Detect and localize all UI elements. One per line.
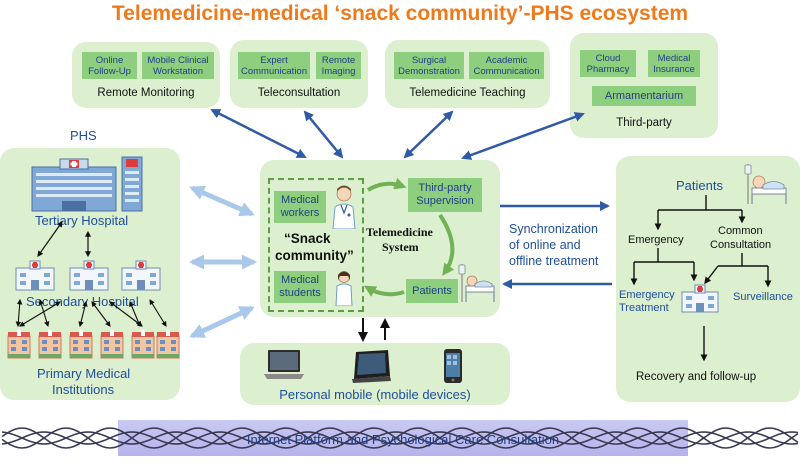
chip-medical-insurance: Medical Insurance bbox=[648, 50, 700, 77]
phs-label: PHS bbox=[70, 128, 97, 143]
primary-clinic-icon-6 bbox=[156, 330, 180, 359]
secondary-hospital-label: Secondary Hospital bbox=[26, 294, 139, 309]
remote-monitoring-label: Remote Monitoring bbox=[97, 87, 195, 99]
primary-clinic-icon-2 bbox=[38, 330, 62, 359]
third-party-label: Third-party bbox=[616, 117, 672, 129]
page-title: Telemedicine-medical ‘snack community’-P… bbox=[111, 2, 689, 25]
primary-institutions-label-line1: Primary Medical bbox=[37, 366, 131, 381]
tertiary-hospital-label: Tertiary Hospital bbox=[35, 213, 129, 228]
primary-clinic-icon-1 bbox=[7, 330, 31, 359]
chip-center-patients: Patients bbox=[406, 279, 458, 303]
telemedicine-system-line1: Telemedicine bbox=[366, 225, 433, 239]
secondary-hospital-icon-1 bbox=[15, 260, 55, 291]
supervision-line1: Third-party bbox=[418, 182, 472, 194]
primary-clinic-icon-5 bbox=[131, 330, 155, 359]
telemedicine-teaching-label: Telemedicine Teaching bbox=[409, 87, 526, 99]
secondary-hospital-icon-3 bbox=[121, 260, 161, 291]
chip-armamentarium: Armamentarium bbox=[592, 86, 696, 106]
chip-remote-imaging: Remote Imaging bbox=[316, 52, 361, 79]
smartphone-icon bbox=[444, 349, 462, 383]
sync-line2: of online and bbox=[509, 238, 581, 252]
right-patients-label: Patients bbox=[676, 178, 723, 193]
patient-bed-icon bbox=[458, 264, 495, 302]
secondary-hospital-icon-2 bbox=[69, 260, 109, 291]
chip-expert-communication: Expert Communication bbox=[238, 52, 310, 79]
surveillance-label: Surveillance bbox=[733, 291, 793, 303]
chip-surgical-demonstration: Surgical Demonstration bbox=[394, 52, 464, 79]
internet-platform-label: Internet Platform and Psychological Care… bbox=[246, 432, 560, 447]
tablet-icon bbox=[352, 350, 391, 383]
doctor-icon bbox=[332, 185, 356, 229]
common-consultation-line1: Common bbox=[718, 225, 763, 237]
chip-cloud-pharmacy: Cloud Pharmacy bbox=[580, 50, 636, 77]
student-icon bbox=[335, 271, 353, 306]
snack-community-box bbox=[268, 178, 364, 312]
chip-academic-communication: Academic Communication bbox=[469, 52, 544, 79]
laptop-icon bbox=[264, 350, 304, 379]
sync-line3: offline treatment bbox=[509, 254, 599, 268]
chip-mobile-clinical-workstation: Mobile Clinical Workstation bbox=[142, 52, 214, 79]
teleconsultation-panel: Expert Communication Remote Imaging Tele… bbox=[230, 40, 368, 108]
primary-clinic-icon-3 bbox=[69, 330, 93, 359]
remote-monitoring-panel: Online Follow-Up Mobile Clinical Worksta… bbox=[72, 42, 220, 108]
teleconsultation-label: Teleconsultation bbox=[257, 87, 341, 99]
recovery-follow-up-label: Recovery and follow-up bbox=[636, 371, 757, 383]
telemedicine-system-line2: System bbox=[382, 240, 419, 254]
primary-clinic-icon-4 bbox=[100, 330, 124, 359]
tertiary-hospital-icon bbox=[31, 156, 143, 212]
common-consultation-line2: Consultation bbox=[710, 239, 772, 251]
third-party-panel: Cloud Pharmacy Medical Insurance Armamen… bbox=[570, 33, 718, 138]
chip-medical-students: Medical students bbox=[274, 271, 326, 303]
telemedicine-teaching-panel: Surgical Demonstration Academic Communic… bbox=[385, 40, 550, 108]
emergency-treatment-line1: Emergency bbox=[619, 289, 675, 301]
mobile-devices-label: Personal mobile (mobile devices) bbox=[279, 387, 471, 402]
snack-community-line1: “Snack bbox=[284, 231, 331, 246]
primary-institutions-label-line2: Institutions bbox=[52, 382, 115, 397]
emergency-label: Emergency bbox=[628, 234, 684, 246]
right-hospital-icon bbox=[681, 284, 719, 313]
chip-online-follow-up: Online Follow-Up bbox=[82, 52, 137, 79]
emergency-treatment-line2: Treatment bbox=[619, 302, 669, 314]
chip-third-party-supervision: Third-party Supervision bbox=[408, 178, 482, 212]
sync-line1: Synchronization bbox=[509, 222, 598, 236]
snack-community-line2: community” bbox=[275, 248, 354, 263]
right-patient-bed-icon bbox=[744, 164, 787, 204]
chip-medical-workers: Medical workers bbox=[274, 191, 326, 223]
cable-wave-decoration bbox=[1, 427, 799, 449]
supervision-line2: Supervision bbox=[416, 195, 474, 207]
